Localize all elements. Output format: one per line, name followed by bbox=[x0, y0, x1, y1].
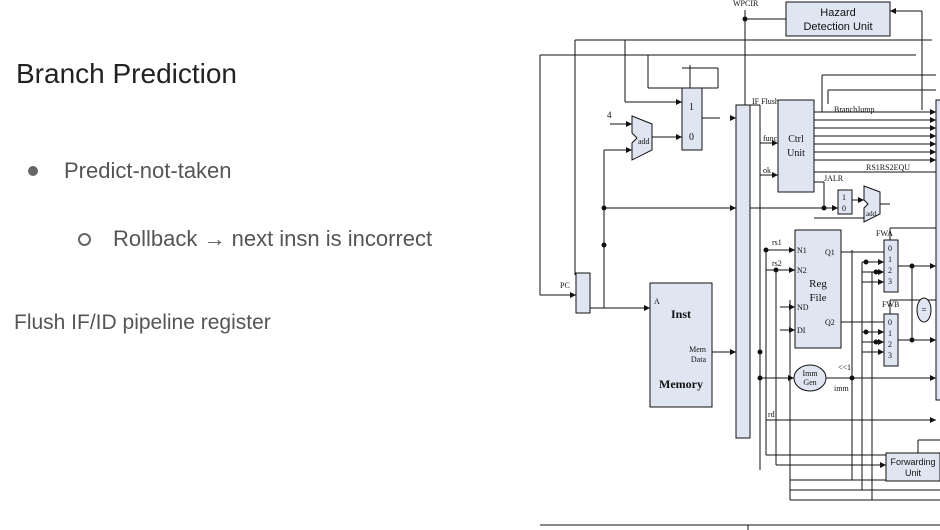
fwb-input-2: 2 bbox=[888, 340, 892, 349]
di-label: DI bbox=[797, 326, 806, 335]
n2-label: N2 bbox=[797, 266, 807, 275]
bullet-predict-not-taken: Predict-not-taken bbox=[28, 158, 232, 184]
fwa-input-1: 1 bbox=[888, 255, 892, 264]
mux-input-1: 1 bbox=[689, 102, 694, 113]
ctrl-label-1: Ctrl bbox=[788, 134, 804, 145]
sub-bullet-rollback: Rollback → next insn is incorrect bbox=[78, 226, 432, 252]
instruction-memory bbox=[649, 282, 713, 408]
mem-label: Mem bbox=[689, 345, 707, 354]
memory-label: Memory bbox=[659, 377, 703, 391]
flush-note: Flush IF/ID pipeline register bbox=[14, 311, 271, 334]
if-id-register bbox=[735, 104, 751, 439]
const-4-label: 4 bbox=[607, 110, 612, 120]
hazard-label-1: Hazard bbox=[820, 7, 855, 19]
rs1rs2equ-label: RS1RS2EQU bbox=[866, 163, 910, 172]
pc-select-mux bbox=[681, 87, 703, 151]
jalr-mux-1: 1 bbox=[842, 193, 846, 202]
pc-register bbox=[575, 272, 591, 314]
fwa-input-3: 3 bbox=[888, 277, 892, 286]
q2-label: Q2 bbox=[825, 318, 835, 327]
q1-label: Q1 bbox=[825, 248, 835, 257]
reg-label: Reg bbox=[809, 278, 827, 290]
ok-label: ok bbox=[763, 166, 771, 175]
if-flush-label: IF Flush bbox=[752, 97, 779, 106]
pc-label: PC bbox=[560, 281, 570, 290]
jalr-mux-0: 0 bbox=[842, 204, 846, 213]
jalr-adder bbox=[863, 185, 881, 223]
fwb-input-0: 0 bbox=[888, 318, 892, 327]
hazard-detection-unit bbox=[785, 1, 891, 37]
data-label: Data bbox=[691, 355, 707, 364]
equal-label: = bbox=[921, 305, 926, 315]
ctrl-label-2: Unit bbox=[787, 148, 805, 159]
rs2-label: rs2 bbox=[772, 259, 782, 268]
func-label: func bbox=[763, 134, 778, 143]
imm-gen-label-1: Imm bbox=[802, 369, 818, 378]
bullet-dot-icon bbox=[28, 166, 38, 176]
control-unit bbox=[777, 99, 815, 193]
jalr-adder-label: add bbox=[866, 210, 877, 218]
fwa-input-2: 2 bbox=[888, 266, 892, 275]
forwarding-label-1: Forwarding bbox=[890, 457, 935, 467]
rs1-label: rs1 bbox=[772, 238, 782, 247]
n1-label: N1 bbox=[797, 246, 807, 255]
inst-label: Inst bbox=[671, 307, 691, 321]
pc-adder bbox=[631, 115, 653, 161]
fwb-label: FWB bbox=[882, 300, 899, 309]
forwarding-label-2: Unit bbox=[905, 468, 922, 478]
fwa-label: FWA bbox=[876, 229, 893, 238]
sub-bullet-text: Rollback → next insn is incorrect bbox=[113, 226, 433, 251]
hazard-label-2: Detection Unit bbox=[803, 21, 872, 33]
jalr-mux bbox=[837, 189, 853, 215]
rd-label: rd bbox=[768, 410, 775, 419]
file-label: File bbox=[809, 292, 826, 304]
adder-label: add bbox=[638, 137, 650, 146]
shift-label: <<1 bbox=[838, 363, 851, 372]
fwb-input-1: 1 bbox=[888, 329, 892, 338]
equality-comparator bbox=[916, 297, 932, 323]
nd-label: ND bbox=[797, 303, 809, 312]
imm-gen-label-2: Gen bbox=[803, 378, 816, 387]
branch-jump-label: BranchJump bbox=[834, 105, 874, 114]
slide-title: Branch Prediction bbox=[16, 58, 238, 89]
mux-input-0: 0 bbox=[689, 132, 694, 143]
bullet-text: Predict-not-taken bbox=[64, 158, 232, 183]
wpcir-label: WPCIR bbox=[733, 0, 759, 8]
imm-label: imm bbox=[834, 384, 849, 393]
forwarding-unit bbox=[885, 452, 940, 482]
fwb-input-3: 3 bbox=[888, 351, 892, 360]
addr-label: A bbox=[654, 297, 660, 306]
bullet-ring-icon bbox=[78, 232, 91, 246]
jalr-label: JALR bbox=[824, 174, 844, 183]
fwa-input-0: 0 bbox=[888, 244, 892, 253]
register-file bbox=[794, 229, 842, 349]
